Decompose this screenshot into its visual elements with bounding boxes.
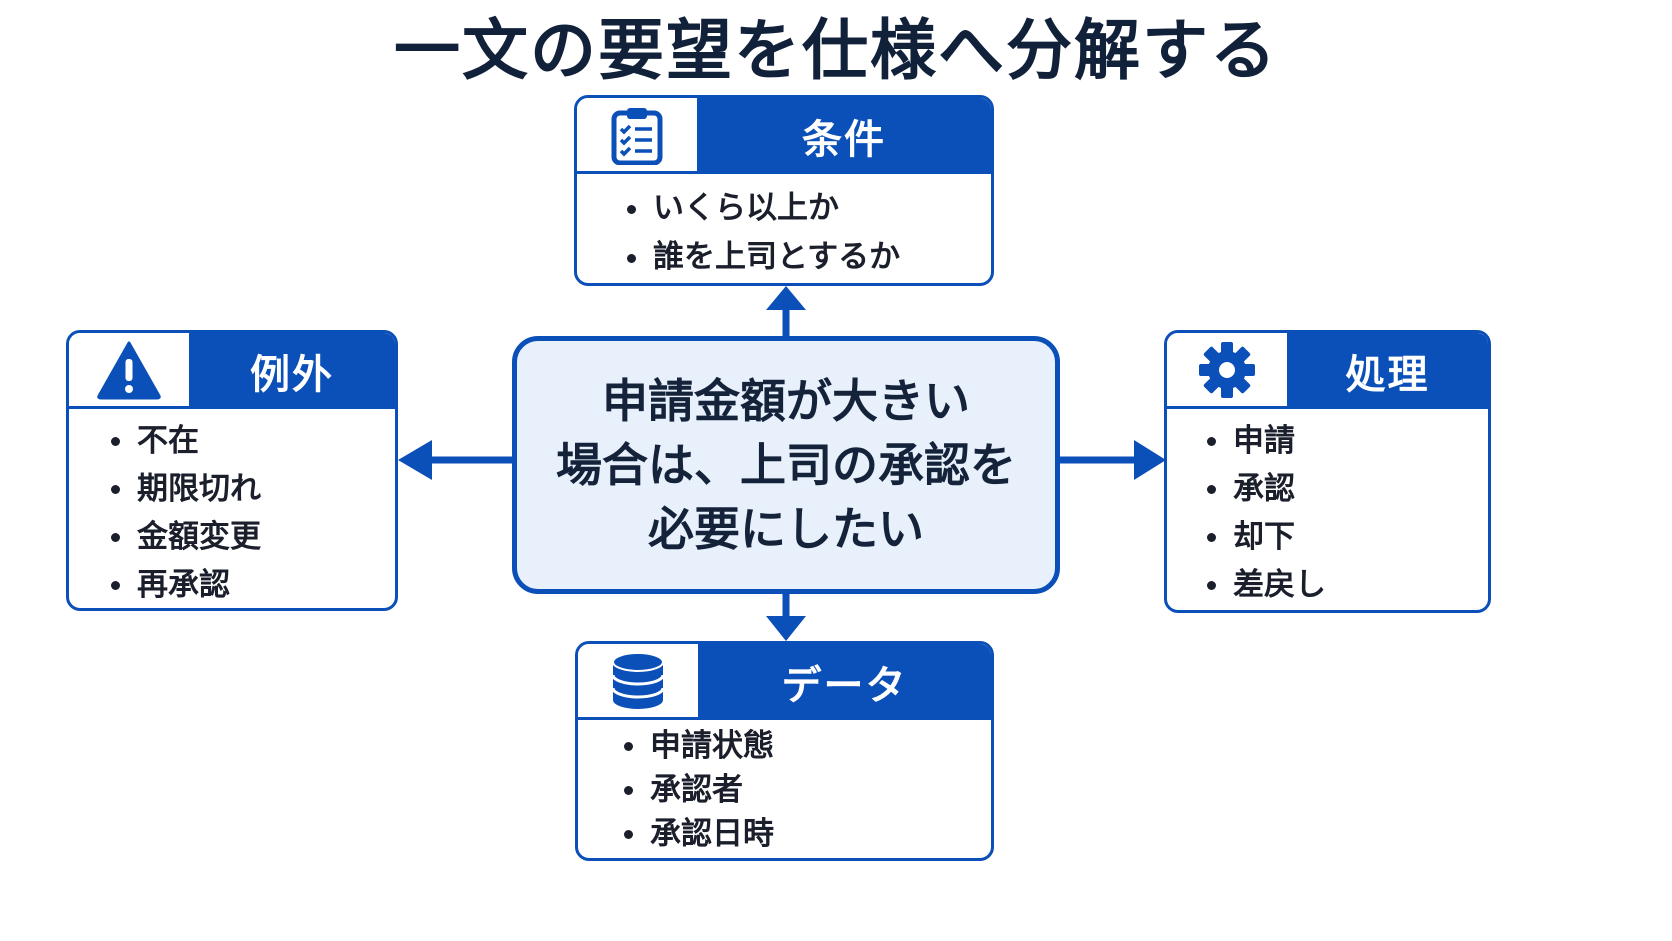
warning-icon [97,341,161,399]
arrow-head-data [766,616,806,641]
database-icon [611,651,665,709]
central-request-box: 申請金額が大きい 場合は、上司の承認を 必要にしたい [512,336,1060,594]
list-item: 再承認 [111,561,395,608]
list-item: いくら以上か [627,184,991,233]
conditions-card: 条件 いくら以上か 誰を上司とするか [574,95,994,286]
list-item: 期限切れ [111,465,395,513]
list-item: 申請状態 [624,724,991,768]
exceptions-list: 不在 期限切れ 金額変更 再承認 [69,417,395,608]
list-item: 承認日時 [624,812,991,856]
exceptions-icon-cell [69,333,189,409]
conditions-label: 条件 [697,98,991,174]
data-list: 申請状態 承認者 承認日時 [578,724,991,856]
data-label: データ [698,644,991,720]
arrow-head-processing [1134,440,1166,480]
processing-list: 申請 承認 却下 差戻し [1167,417,1488,609]
list-item: 承認 [1207,465,1488,513]
list-item: 誰を上司とするか [627,233,991,282]
exceptions-header: 例外 [69,333,395,409]
central-request-text: 申請金額が大きい 場合は、上司の承認を 必要にしたい [556,374,1016,556]
processing-header: 処理 [1167,333,1488,409]
list-item: 承認者 [624,768,991,812]
clipboard-checklist-icon [611,107,663,165]
exceptions-label: 例外 [189,333,395,409]
arrow-head-conditions [766,286,806,310]
arrow-head-exceptions [398,440,432,480]
page-title: 一文の要望を仕様へ分解する [394,12,1278,89]
processing-card: 処理 申請 承認 却下 差戻し [1164,330,1491,613]
data-icon-cell [578,644,698,720]
conditions-header: 条件 [577,98,991,174]
processing-icon-cell [1167,333,1287,409]
gear-icon [1199,341,1255,398]
data-header: データ [578,644,991,720]
list-item: 金額変更 [111,513,395,561]
exceptions-card: 例外 不在 期限切れ 金額変更 再承認 [66,330,398,611]
processing-label: 処理 [1287,333,1488,409]
conditions-list: いくら以上か 誰を上司とするか [577,184,991,282]
list-item: 差戻し [1207,561,1488,609]
conditions-icon-cell [577,98,697,174]
list-item: 不在 [111,417,395,465]
list-item: 却下 [1207,513,1488,561]
data-card: データ 申請状態 承認者 承認日時 [575,641,994,861]
list-item: 申請 [1207,417,1488,465]
